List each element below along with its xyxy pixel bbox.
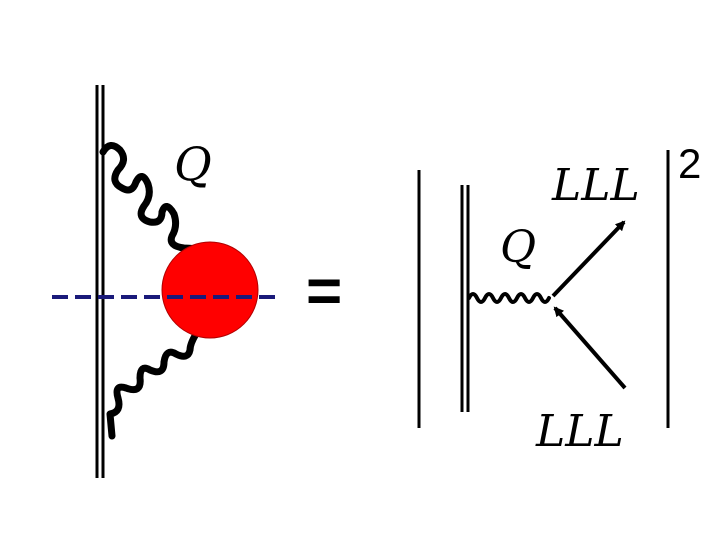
incoming-arrow [553, 306, 627, 390]
left-photon-label: Q [174, 137, 212, 191]
squared-exponent: 2 [678, 140, 701, 187]
right-diagram: Q LLL LLL 2 [417, 140, 701, 457]
hadronic-blob [161, 241, 259, 339]
right-photon-label: Q [500, 222, 536, 273]
right-photon-wavy-line [467, 292, 551, 304]
outgoing-arrow [551, 220, 626, 298]
left-diagram: Q [52, 85, 282, 478]
lower-photon-wavy-line [106, 330, 200, 440]
incoming-label: LLL [535, 406, 624, 457]
equals-sign: = [306, 257, 342, 326]
upper-photon-wavy-line [99, 142, 200, 254]
outgoing-label: LLL [551, 160, 640, 211]
